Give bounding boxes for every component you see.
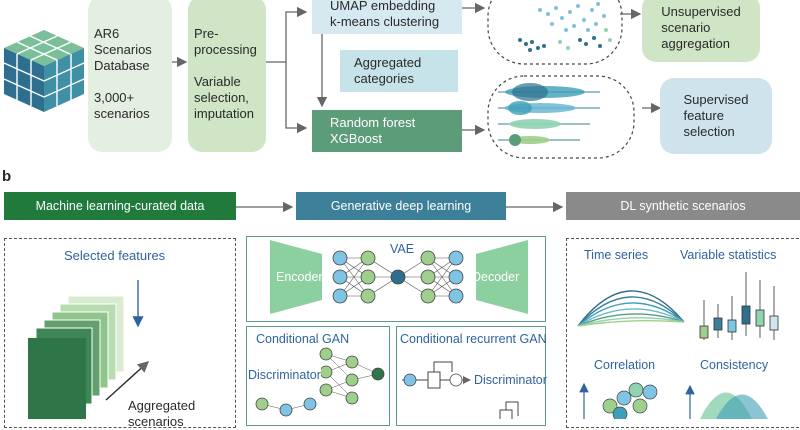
variable-statistics-label: Variable statistics <box>680 248 777 262</box>
cgan-network <box>255 347 385 417</box>
umap-label: UMAP embedding k-means clustering <box>330 0 440 29</box>
correlation-label: Correlation <box>594 358 656 372</box>
cgan-label: Conditional GAN <box>256 332 350 346</box>
encoder-label: Encoder <box>276 270 323 284</box>
correlation-scatter <box>602 382 658 419</box>
aggregated-scenarios-label: Aggregated scenarios <box>128 398 196 429</box>
diagram-canvas <box>3 0 779 419</box>
variable-statistics-boxplot <box>699 272 779 340</box>
stage2-label: Generative deep learning <box>330 199 472 213</box>
stage-generative-dl: Generative deep learning <box>296 192 506 220</box>
feature-stack-icon <box>28 295 125 419</box>
decoder-label: Decoder <box>472 270 520 284</box>
supervised-label: Supervised feature selection <box>683 92 749 139</box>
panel-b-letter: b <box>2 168 12 185</box>
vae-network <box>270 240 528 314</box>
umap-scatter-plot <box>518 2 612 52</box>
ml-data-panel <box>4 238 236 428</box>
crgan-label: Conditional recurrent GAN <box>400 332 547 346</box>
database-box: AR6 Scenarios Database 3,000+ scenarios <box>88 0 172 152</box>
preprocessing-label: Pre- processing Variable selection, impu… <box>194 26 257 121</box>
stage3-label: DL synthetic scenarios <box>620 199 746 213</box>
umap-plot-frame <box>487 0 623 65</box>
discriminator2-label: Discriminator <box>474 373 547 387</box>
database-label: AR6 Scenarios Database 3,000+ scenarios <box>94 26 152 121</box>
vae-label: VAE <box>390 242 415 256</box>
aggregated-label: Aggregated categories <box>354 55 422 86</box>
unsupervised-label: Unsupervised scenario aggregation <box>661 4 741 51</box>
random-forest-box: Random forest XGBoost <box>312 110 462 152</box>
unsupervised-box: Unsupervised scenario aggregation <box>642 0 760 62</box>
stage-ml-curated-data: Machine learning-curated data <box>4 192 236 220</box>
time-series-plot <box>577 290 685 327</box>
preprocessing-box: Pre- processing Variable selection, impu… <box>188 0 266 152</box>
crgan-network <box>402 361 519 419</box>
database-cube-icon <box>3 30 85 112</box>
supervised-box: Supervised feature selection <box>660 78 772 154</box>
stage-dl-synthetic: DL synthetic scenarios <box>566 192 800 220</box>
feature-plot-frame <box>487 75 635 159</box>
time-series-label: Time series <box>584 248 649 262</box>
consistency-density <box>700 392 768 419</box>
selected-features-label: Selected features <box>64 248 166 263</box>
stage1-label: Machine learning-curated data <box>35 199 205 213</box>
umap-box: UMAP embedding k-means clustering <box>312 0 462 34</box>
discriminator-label: Discriminator <box>248 368 321 382</box>
rf-label: Random forest XGBoost <box>330 115 416 146</box>
aggregated-arrow <box>105 361 150 401</box>
arrow-preprocessing-to-umap <box>266 6 308 63</box>
arrow-preprocessing-to-rf <box>285 62 308 134</box>
feature-violin-plot <box>498 83 600 146</box>
synthetic-panel <box>566 238 800 428</box>
consistency-label: Consistency <box>700 358 769 372</box>
vae-panel <box>246 236 546 322</box>
aggregated-categories-box: Aggregated categories <box>340 50 458 92</box>
